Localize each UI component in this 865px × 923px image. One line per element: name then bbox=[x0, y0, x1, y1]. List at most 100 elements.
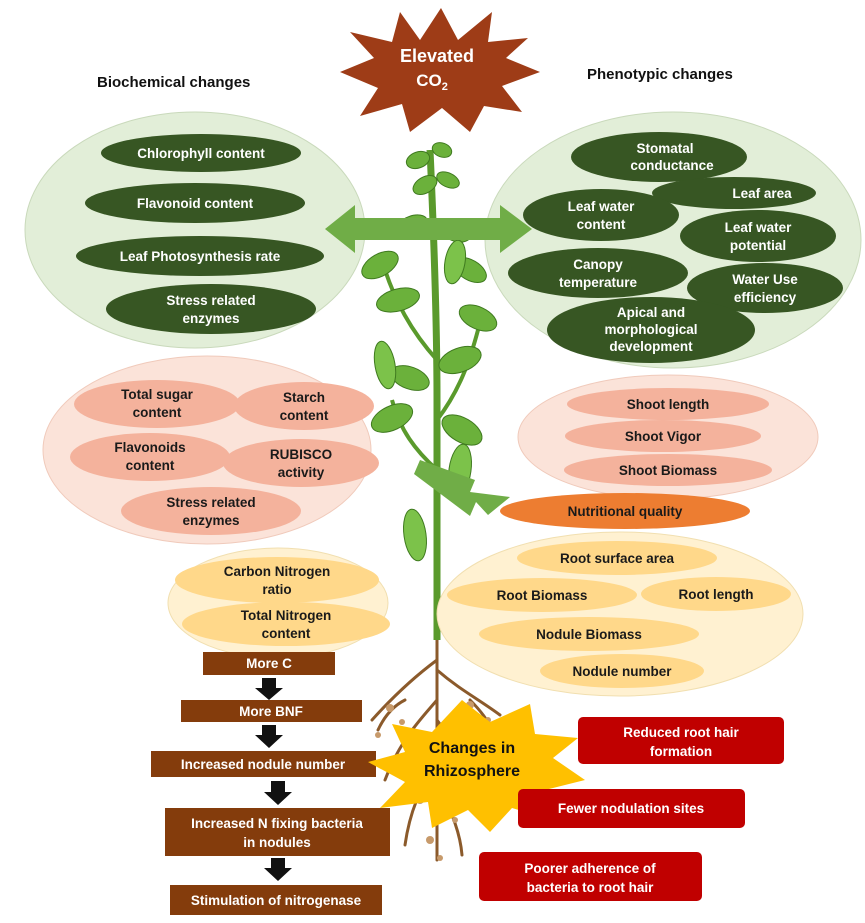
carbon-pills: Carbon Nitrogen ratio Total Nitrogen con… bbox=[175, 557, 390, 646]
pill-flavonoids-label-2: content bbox=[126, 458, 175, 473]
flow-box-more-bnf-label: More BNF bbox=[239, 704, 303, 719]
rhizosphere-label-2: Rhizosphere bbox=[424, 763, 520, 780]
pill-leaf-water-potential bbox=[680, 210, 836, 262]
pill-total-nitrogen-label-2: content bbox=[262, 626, 311, 641]
pill-starch-label-1: Starch bbox=[283, 390, 325, 405]
pill-photosynthesis-label: Leaf Photosynthesis rate bbox=[120, 249, 281, 264]
red-box-root-hair-label-2: formation bbox=[650, 744, 712, 759]
pill-rubisco-label-2: activity bbox=[278, 465, 325, 480]
flow-box-nitrogenase-label: Stimulation of nitrogenase bbox=[191, 893, 362, 908]
pill-carbon-nitrogen-label-2: ratio bbox=[262, 582, 291, 597]
pill-apical-label-1: Apical and bbox=[617, 305, 685, 320]
diagonal-arrow bbox=[414, 460, 510, 516]
plant-stem bbox=[426, 149, 441, 640]
pill-shoot-vigor bbox=[565, 420, 761, 452]
red-boxes: Reduced root hair formation Fewer nodula… bbox=[479, 717, 784, 901]
pill-stomatal-label-1: Stomatal bbox=[636, 141, 693, 156]
flow-box-more-c bbox=[203, 652, 335, 675]
pill-leaf-area-label: Leaf area bbox=[732, 186, 792, 201]
flow-box-nodule-number bbox=[151, 751, 376, 777]
pill-nodule-biomass-label: Nodule Biomass bbox=[536, 627, 642, 642]
flow-box-nodule-number-label: Increased nodule number bbox=[181, 757, 346, 772]
rhizosphere-label-1: Changes in bbox=[429, 740, 515, 757]
star-shape bbox=[340, 8, 540, 132]
red-box-adherence-label-1: Poorer adherence of bbox=[524, 861, 656, 876]
pill-chlorophyll-label: Chlorophyll content bbox=[137, 146, 265, 161]
pill-root-length-label: Root length bbox=[679, 587, 754, 602]
pill-starch-label-2: content bbox=[280, 408, 329, 423]
flow-box-more-bnf bbox=[181, 700, 362, 722]
pill-stress-enzymes bbox=[106, 284, 316, 334]
root-group-bg bbox=[436, 531, 804, 697]
pill-apical-label-2: morphological bbox=[604, 322, 697, 337]
pill-leaf-water-content-label-1: Leaf water bbox=[568, 199, 636, 214]
pill-carbon-nitrogen-label-1: Carbon Nitrogen bbox=[224, 564, 331, 579]
shoot-pills: Shoot length Shoot Vigor Shoot Biomass bbox=[564, 388, 772, 486]
pill-apical bbox=[547, 297, 755, 363]
biochemical-dark-pills: Chlorophyll content Flavonoid content Le… bbox=[76, 134, 324, 334]
pill-total-nitrogen-label-1: Total Nitrogen bbox=[241, 608, 332, 623]
pill-leaf-water-content-label-2: content bbox=[577, 217, 626, 232]
pill-nodule-number bbox=[540, 654, 704, 688]
pill-carbon-nitrogen bbox=[175, 557, 379, 603]
root-pills: Root surface area Root Biomass Root leng… bbox=[447, 541, 791, 688]
pill-nutritional-quality-label: Nutritional quality bbox=[568, 504, 683, 519]
star-label-line1: Elevated bbox=[400, 46, 474, 66]
pill-water-use-label-2: efficiency bbox=[734, 290, 797, 305]
pill-nutritional-quality bbox=[500, 493, 750, 529]
pill-chlorophyll bbox=[101, 134, 301, 172]
pill-stress-enzymes-label-1: Stress related bbox=[166, 293, 255, 308]
pill-root-biomass-label: Root Biomass bbox=[497, 588, 588, 603]
pill-shoot-biomass-label: Shoot Biomass bbox=[619, 463, 717, 478]
pill-shoot-biomass bbox=[564, 454, 772, 486]
pill-stress-salmon-label-1: Stress related bbox=[166, 495, 255, 510]
pill-flavonoid bbox=[85, 183, 305, 223]
pill-canopy bbox=[508, 248, 688, 298]
pill-root-surface bbox=[517, 541, 717, 575]
pill-canopy-label-1: Canopy bbox=[573, 257, 623, 272]
flow-arrow-2 bbox=[255, 725, 283, 748]
pill-total-sugar bbox=[74, 380, 240, 428]
pill-rubisco bbox=[223, 439, 379, 487]
heading-biochemical: Biochemical changes bbox=[97, 74, 250, 91]
pill-stress-enzymes-label-2: enzymes bbox=[182, 311, 239, 326]
pill-shoot-length-label: Shoot length bbox=[627, 397, 709, 412]
pill-leaf-water-potential-label-1: Leaf water bbox=[725, 220, 793, 235]
pill-shoot-vigor-label: Shoot Vigor bbox=[625, 429, 702, 444]
pill-shoot-length bbox=[567, 388, 769, 420]
flow-box-nitrogenase bbox=[170, 885, 382, 915]
heading-phenotypic: Phenotypic changes bbox=[587, 66, 733, 83]
pill-flavonoid-label: Flavonoid content bbox=[137, 196, 254, 211]
pill-leaf-water-content bbox=[523, 189, 679, 241]
pill-rubisco-label-1: RUBISCO bbox=[270, 447, 332, 462]
pill-total-sugar-label-2: content bbox=[133, 405, 182, 420]
pill-water-use-label-1: Water Use bbox=[732, 272, 798, 287]
red-box-adherence-label-2: bacteria to root hair bbox=[527, 880, 655, 895]
red-box-nodulation-label: Fewer nodulation sites bbox=[558, 801, 704, 816]
pill-nodule-biomass bbox=[479, 617, 699, 651]
pill-leaf-area bbox=[652, 177, 816, 209]
double-arrow bbox=[325, 205, 532, 253]
pill-starch bbox=[234, 382, 374, 430]
pill-leaf-water-potential-label-2: potential bbox=[730, 238, 786, 253]
flow-box-n-fixing-label-2: in nodules bbox=[243, 835, 311, 850]
red-box-root-hair-label-1: Reduced root hair bbox=[623, 725, 739, 740]
flow-box-n-fixing-label-1: Increased N fixing bacteria bbox=[191, 816, 363, 831]
flow-arrow-1 bbox=[255, 678, 283, 700]
pill-flavonoids bbox=[70, 433, 230, 481]
pill-total-sugar-label-1: Total sugar bbox=[121, 387, 194, 402]
pill-photosynthesis bbox=[76, 236, 324, 276]
red-box-nodulation bbox=[518, 789, 745, 828]
pill-root-surface-label: Root surface area bbox=[560, 551, 675, 566]
phenotypic-dark-pills: Stomatal conductance Leaf area Leaf wate… bbox=[508, 132, 843, 363]
pill-flavonoids-label-1: Flavonoids bbox=[114, 440, 185, 455]
pill-stress-salmon-label-2: enzymes bbox=[182, 513, 239, 528]
biochemical-salmon-pills: Total sugar content Starch content Flavo… bbox=[70, 380, 379, 535]
pill-water-use bbox=[687, 263, 843, 313]
pill-nodule-number-label: Nodule number bbox=[572, 664, 672, 679]
pill-apical-label-3: development bbox=[609, 339, 693, 354]
pill-stress-salmon bbox=[121, 487, 301, 535]
pill-stomatal-label-2: conductance bbox=[630, 158, 714, 173]
